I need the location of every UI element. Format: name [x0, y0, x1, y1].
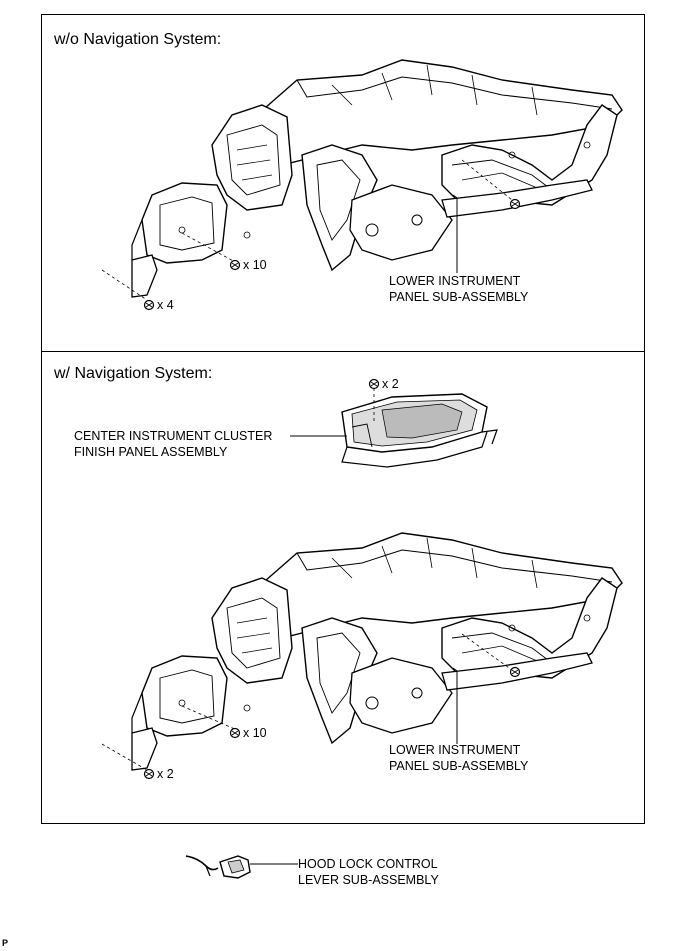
- bolt-icon: [509, 198, 521, 210]
- bolt-icon: [229, 259, 241, 271]
- panel-title: w/o Navigation System:: [54, 31, 222, 48]
- bolt-quantity: x 2: [157, 767, 174, 781]
- bolt-icon: [229, 727, 241, 739]
- bolt-icon: [143, 299, 155, 311]
- center-instrument-cluster-label: CENTER INSTRUMENT CLUSTER FINISH PANEL A…: [74, 429, 273, 459]
- hood-lock-control-lever-label: HOOD LOCK CONTROL LEVER SUB-ASSEMBLY: [298, 857, 439, 887]
- hood-lock-lever-illustration: [185, 855, 298, 879]
- bolt-quantity: x 4: [157, 298, 174, 312]
- lower-instrument-panel-illustration: [101, 59, 623, 301]
- bolt-quantity: x 10: [243, 258, 267, 272]
- lower-instrument-panel-label: LOWER INSTRUMENT PANEL SUB-ASSEMBLY: [389, 274, 529, 304]
- bolt-quantity: x 10: [243, 726, 267, 740]
- bolt-icon: [143, 768, 155, 780]
- instrument-cluster-and-panel-illustration: [101, 388, 623, 771]
- bolt-icon: [509, 666, 521, 678]
- screw-quantity: x 2: [382, 377, 399, 391]
- figure-code: P: [2, 938, 9, 948]
- panel-title: w/ Navigation System:: [54, 365, 213, 382]
- lower-instrument-panel-label: LOWER INSTRUMENT PANEL SUB-ASSEMBLY: [389, 743, 529, 773]
- panel-with-navigation: w/ Navigation System: x 2 CENTER INSTRUM…: [41, 351, 645, 824]
- screw-icon: [368, 378, 380, 390]
- panel-without-navigation: w/o Navigation System: x 10 x 4 LOWER IN…: [41, 14, 645, 352]
